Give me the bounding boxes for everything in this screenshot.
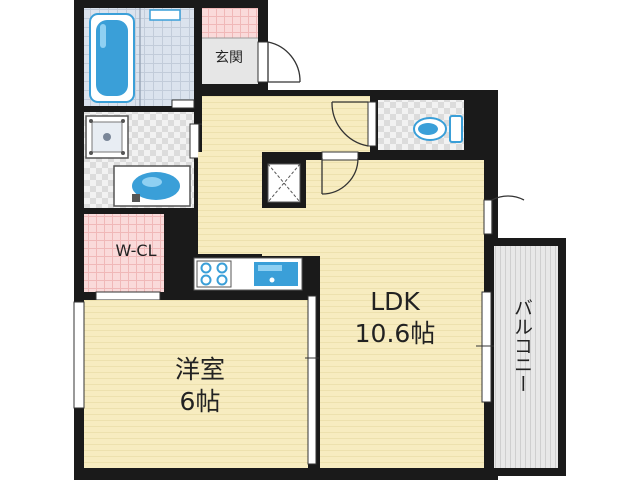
balcony (494, 246, 558, 468)
genkan (202, 8, 258, 84)
kitchen-sink-icon (254, 262, 298, 286)
genkan-label: 玄関 (215, 50, 243, 66)
kitchen-stove-icon (196, 260, 232, 288)
walk-in-closet-label: W-CL (115, 241, 157, 260)
bath-door (171, 99, 195, 109)
youshitsu-floor (84, 300, 308, 468)
washing-machine-pan-icon (85, 115, 129, 159)
ldk-label: LDK 10.6帖 (354, 287, 436, 348)
ldk-window (476, 291, 497, 403)
youshitsu-window (73, 301, 85, 409)
washbasin-icon (113, 165, 191, 207)
balcony-side-door (483, 195, 525, 235)
hallway (198, 96, 370, 176)
toilet-icon (413, 115, 463, 143)
bathtub-icon (89, 13, 135, 103)
balcony-label: バルコニー (511, 298, 533, 393)
walk-in-closet (84, 214, 164, 292)
storage-hatch-icon (262, 158, 306, 208)
ldk-door (321, 151, 359, 195)
entrance-door (257, 41, 301, 83)
youshitsu-label: 洋室 6帖 (174, 355, 225, 416)
toilet-door (331, 101, 377, 147)
sliding-door (305, 295, 319, 465)
bathroom-door (149, 9, 181, 21)
